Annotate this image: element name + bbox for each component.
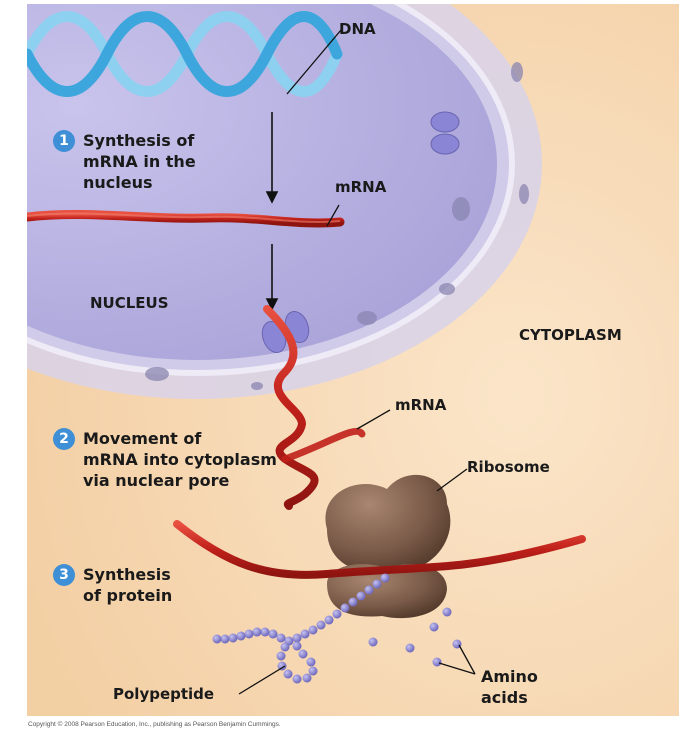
free-amino-acids xyxy=(368,607,462,667)
step-2-badge: 2 xyxy=(53,428,75,450)
step-2-text: Movement of mRNA into cytoplasm via nucl… xyxy=(83,429,277,490)
label-mrna-nucleus: mRNA xyxy=(335,178,387,196)
figure-panel: DNA mRNA NUCLEUS CYTOPLASM mRNA Ribosome… xyxy=(27,4,679,716)
envelope-pores xyxy=(145,62,529,390)
process-arrows xyxy=(265,112,279,311)
dna-helix xyxy=(27,11,343,97)
step-1-text: Synthesis of mRNA in the nucleus xyxy=(83,131,196,192)
label-amino-acids: Amino acids xyxy=(481,667,538,707)
label-ribosome: Ribosome xyxy=(467,458,550,476)
label-polypeptide: Polypeptide xyxy=(113,685,215,703)
label-dna: DNA xyxy=(339,20,376,38)
diagram-canvas xyxy=(27,4,679,716)
step-3: 3 Synthesis of protein xyxy=(53,564,172,606)
mrna-strand-cytoplasm xyxy=(263,305,319,510)
ribosome xyxy=(325,474,451,619)
copyright-notice: Copyright © 2008 Pearson Education, Inc.… xyxy=(28,721,281,728)
step-3-badge: 3 xyxy=(53,564,75,586)
step-1: 1 Synthesis of mRNA in the nucleus xyxy=(53,130,196,193)
label-cytoplasm: CYTOPLASM xyxy=(519,326,622,344)
label-leader-lines xyxy=(238,29,476,695)
step-2: 2 Movement of mRNA into cytoplasm via nu… xyxy=(53,428,277,491)
step-1-badge: 1 xyxy=(53,130,75,152)
step-3-text: Synthesis of protein xyxy=(83,565,173,605)
label-mrna-cytoplasm: mRNA xyxy=(395,396,447,414)
label-nucleus: NUCLEUS xyxy=(90,294,169,312)
polypeptide-chain xyxy=(212,573,390,684)
nuclear-pore-top xyxy=(430,111,460,155)
mrna-translating xyxy=(173,520,586,579)
